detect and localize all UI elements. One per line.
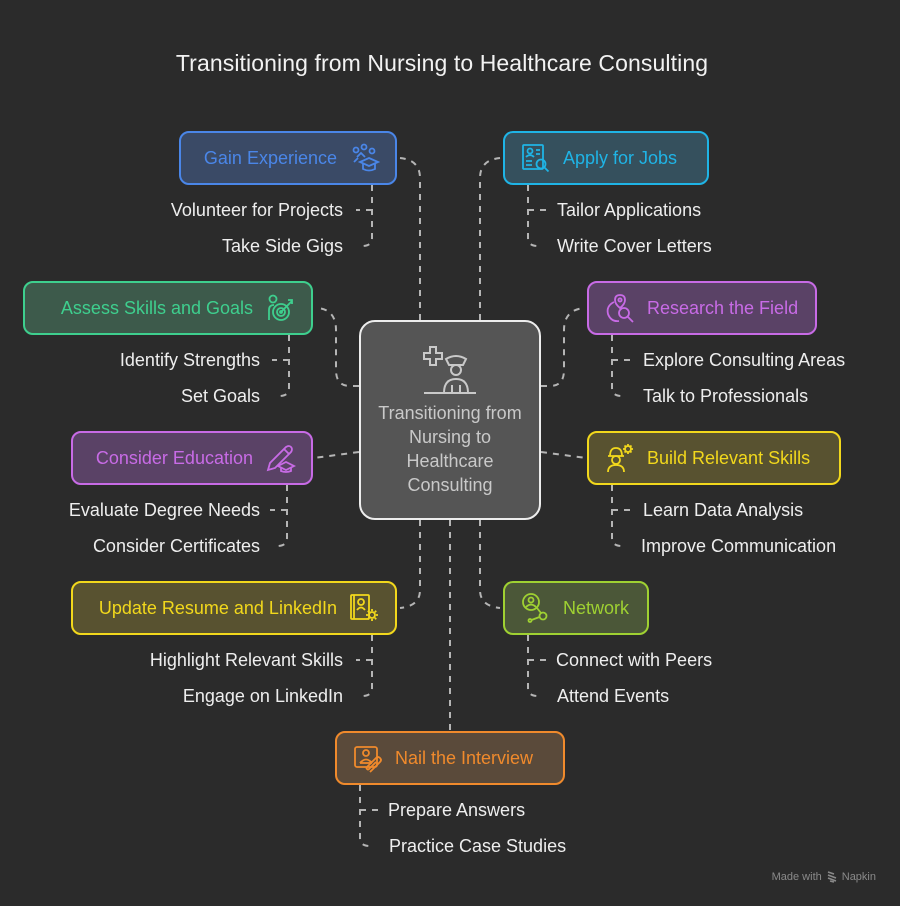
leaf-attend-events: Attend Events	[557, 686, 670, 706]
leaf-explore-consulting-areas: Explore Consulting Areas	[643, 350, 846, 370]
branch-label: Gain Experience	[203, 147, 337, 168]
leaf-improve-communication: Improve Communication	[641, 536, 837, 556]
branch-gain-experience[interactable]: Gain Experience	[179, 131, 397, 185]
branch-network[interactable]: Network	[503, 581, 649, 635]
branch-label: Update Resume and LinkedIn	[98, 597, 337, 618]
center-topic-label: Transitioning from Nursing to Healthcare…	[378, 403, 522, 495]
branch-label: Consider Education	[95, 447, 253, 468]
branch-apply-for-jobs[interactable]: Apply for Jobs	[503, 131, 709, 185]
leaf-take-side-gigs: Take Side Gigs	[221, 236, 343, 256]
page-title: Transitioning from Nursing to Healthcare…	[175, 50, 709, 76]
branch-label: Nail the Interview	[395, 747, 534, 768]
branch-label: Network	[563, 597, 630, 618]
person-connection-icon	[519, 591, 553, 625]
nurse-icon	[423, 346, 476, 394]
leaf-engage-on-linkedin: Engage on LinkedIn	[182, 686, 343, 706]
branch-label: Assess Skills and Goals	[60, 297, 253, 318]
leaf-learn-data-analysis: Learn Data Analysis	[643, 500, 804, 520]
leaf-consider-certificates: Consider Certificates	[92, 536, 260, 556]
leaf-set-goals: Set Goals	[180, 386, 260, 406]
branch-research-field[interactable]: Research the Field	[587, 281, 817, 335]
branch-update-resume[interactable]: Update Resume and LinkedIn	[71, 581, 397, 635]
leaf-practice-case-studies: Practice Case Studies	[389, 836, 567, 856]
napkin-logo-icon	[827, 871, 837, 883]
leaf-write-cover-letters: Write Cover Letters	[557, 236, 712, 256]
leaf-talk-to-professionals: Talk to Professionals	[643, 386, 809, 406]
globe-search-icon	[603, 291, 637, 325]
leaf-evaluate-degree-needs: Evaluate Degree Needs	[68, 500, 260, 520]
worker-gear-icon	[603, 441, 637, 475]
branch-assess-skills-goals[interactable]: Assess Skills and Goals	[23, 281, 313, 335]
branch-label: Build Relevant Skills	[647, 447, 811, 468]
branch-build-skills[interactable]: Build Relevant Skills	[587, 431, 841, 485]
center-topic-node[interactable]: Transitioning from Nursing to Healthcare…	[359, 320, 541, 520]
made-with-label: Made with	[771, 871, 822, 883]
branch-nail-interview[interactable]: Nail the Interview	[335, 731, 565, 785]
leaf-volunteer-for-projects: Volunteer for Projects	[170, 200, 343, 220]
branch-label: Apply for Jobs	[563, 147, 678, 168]
pencil-graduation-icon	[263, 441, 297, 475]
leaf-connect-with-peers: Connect with Peers	[556, 650, 713, 670]
leaf-tailor-applications: Tailor Applications	[557, 200, 702, 220]
leaf-prepare-answers: Prepare Answers	[388, 800, 526, 820]
leaf-highlight-relevant-skills: Highlight Relevant Skills	[149, 650, 343, 670]
education-network-icon	[347, 141, 381, 175]
napkin-brand-label: Napkin	[841, 871, 876, 883]
branch-label: Research the Field	[647, 297, 799, 318]
profile-gear-icon	[347, 591, 381, 625]
profile-clip-icon	[351, 741, 385, 775]
person-target-icon	[263, 291, 297, 325]
resume-search-icon	[519, 141, 553, 175]
branch-consider-education[interactable]: Consider Education	[71, 431, 313, 485]
made-with-napkin-badge[interactable]: Made with Napkin	[772, 871, 876, 883]
leaf-identify-strengths: Identify Strengths	[119, 350, 260, 370]
